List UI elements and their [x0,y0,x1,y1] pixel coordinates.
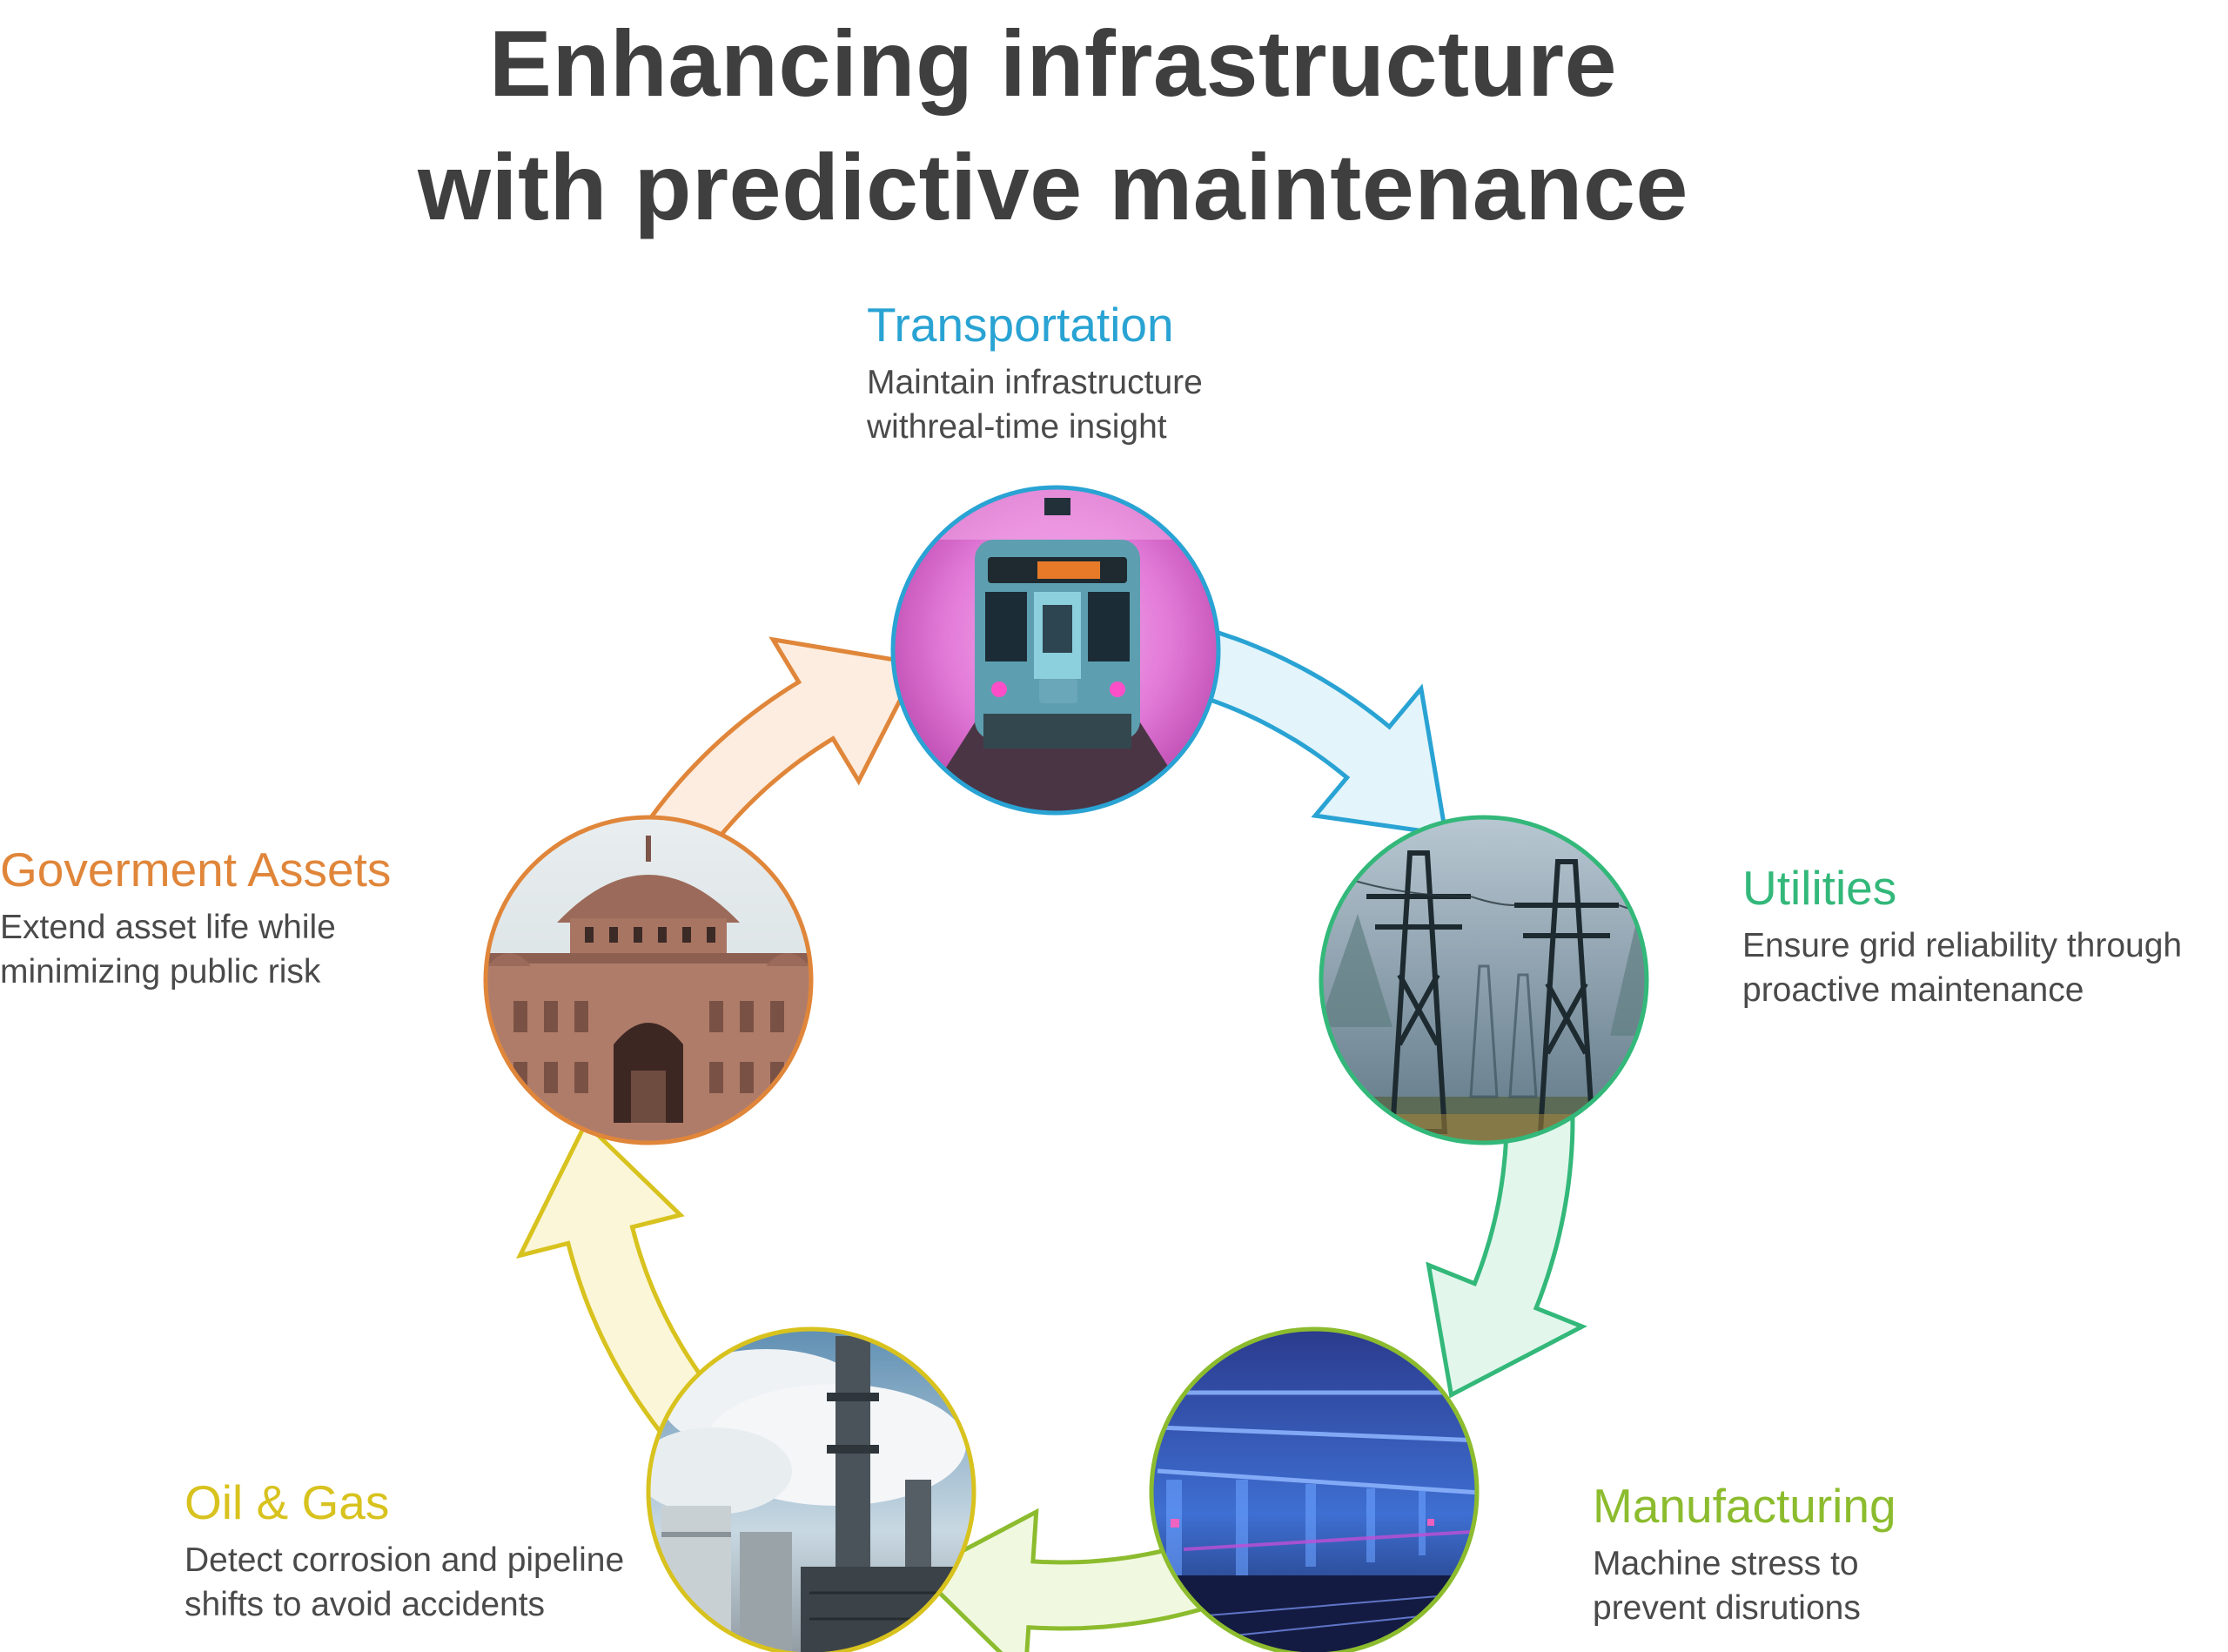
oilgas-heading: Oil & Gas [185,1475,390,1529]
oilgas-label: Oil & Gas Detect corrosion and pipeline … [185,1474,624,1627]
transportation-label: Transportation Maintain infrastructure w… [867,296,1203,449]
manufacturing-desc-line-2: prevent disrutions [1593,1589,1861,1627]
transportation-circle [890,485,1221,816]
oilgas-circle [646,1326,976,1652]
utilities-desc-line-1: Ensure grid reliability through [1742,927,2183,964]
manufacturing-label: Manufacturing Machine stress to prevent … [1593,1477,1896,1630]
title-line-2: with predictive maintenance [418,134,1688,239]
cycle-arrows [515,616,1587,1652]
title-line-1: Enhancing infrastructure [488,10,1618,116]
transportation-desc-line-1: Maintain infrastructure [867,364,1203,401]
manufacturing-circle [1149,1326,1480,1652]
arrow-oilgas-to-gov [515,1119,743,1472]
arrow-transportation-to-utilities [1150,616,1449,837]
transportation-heading: Transportation [867,298,1174,352]
oilgas-desc-line-2: shifts to avoid accidents [185,1586,546,1623]
utilities-desc-line-2: proactive maintenance [1742,971,2084,1009]
utilities-circle [1319,815,1649,1145]
gov-desc-line-1: Extend asset life while [0,909,336,946]
refinery-photo [648,1329,974,1652]
transportation-desc-line-2: withreal-time insight [867,408,1167,446]
subway-train-photo [893,487,1218,813]
manufacturing-desc-line-1: Machine stress to [1593,1545,1859,1582]
manufacturing-heading: Manufacturing [1593,1479,1896,1533]
gov-label: Goverment Assets Extend asset life while… [0,841,391,994]
gov-heading: Goverment Assets [0,843,392,897]
utilities-heading: Utilities [1742,861,1897,915]
oilgas-desc-line-1: Detect corrosion and pipeline [185,1541,625,1579]
gov-circle [483,815,814,1145]
page-title: Enhancing infrastructure with predictive… [0,2,2106,249]
utilities-label: Utilities Ensure grid reliability throug… [1742,859,2182,1012]
gov-desc-line-2: minimizing public risk [0,953,321,991]
